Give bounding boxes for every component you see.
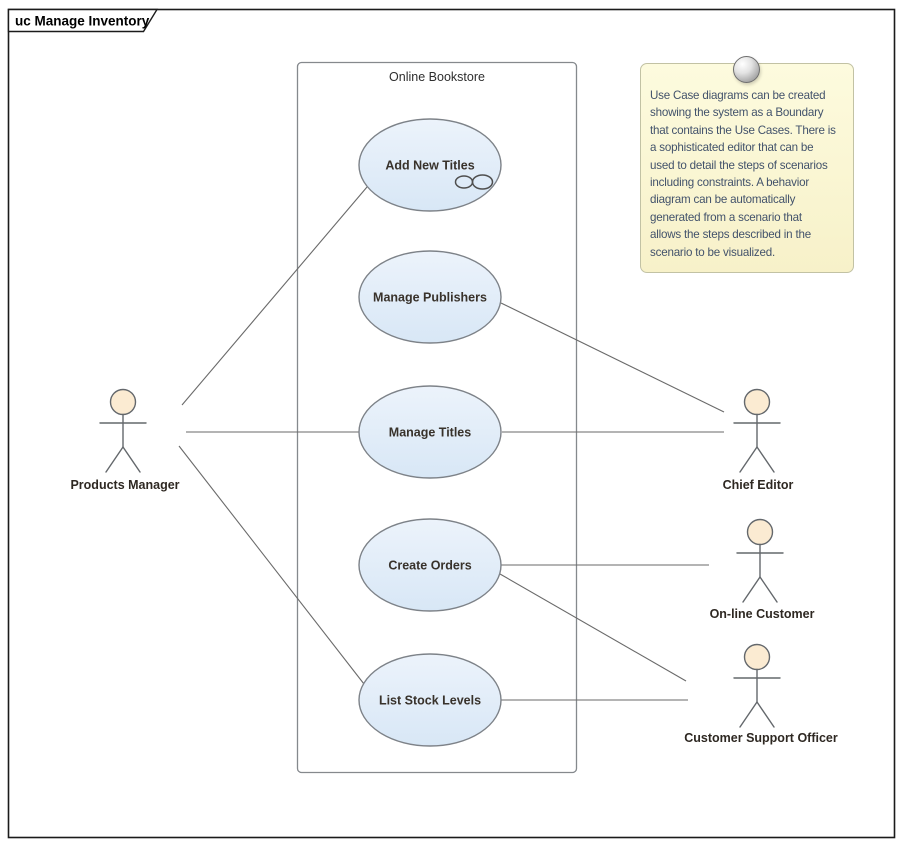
associations [178,186,725,701]
actor-head [746,518,774,546]
use-case-label: Manage Titles [389,426,471,440]
note-line: allows the steps described in the [650,228,811,242]
frame-title: uc Manage Inventory [15,14,150,29]
association-products-manager-add-new-titles[interactable] [181,186,368,406]
actor-legs [105,446,141,473]
use-case-label: Manage Publishers [373,291,487,305]
boundary-label: Online Bookstore [389,70,485,84]
actor-label: On-line Customer [710,607,815,621]
use-case-ellipse[interactable] [358,385,502,479]
use-case-add-new-titles[interactable]: Add New Titles [358,118,502,212]
note-line: generated from a scenario that [650,210,802,224]
actor-legs [742,576,778,603]
pin-ball-icon [733,56,760,83]
note-line: scenario to be visualized. [650,245,775,259]
use-case-label: Add New Titles [385,159,474,173]
linked-scenario-icon [454,174,494,190]
frame-tab[interactable] [7,8,159,33]
use-case-ellipse[interactable] [358,653,502,747]
actor-label: Customer Support Officer [684,731,838,745]
note-line: Use Case diagrams can be created [650,89,826,102]
note-line: diagram can be automatically [650,193,796,207]
actor-label: Products Manager [70,478,179,492]
association-manage-publishers-chief-editor[interactable] [500,302,725,413]
association-create-orders-customer-support-officer[interactable] [499,573,687,682]
diagram-frame: uc Manage Inventory [7,8,896,839]
note-text: Use Case diagrams can be created showing… [641,64,853,261]
note-line: including constraints. A behavior [650,176,810,190]
use-case-label: List Stock Levels [379,694,481,708]
actor-head [743,643,771,671]
actor-label: Chief Editor [723,478,794,492]
actor-head [743,388,771,416]
actor-legs [739,446,775,473]
use-case-list-stock-levels[interactable]: List Stock Levels [358,653,502,747]
actor-online-customer[interactable]: On-line Customer [710,518,815,622]
actor-head [109,388,137,416]
note[interactable]: Use Case diagrams can be created showing… [640,56,854,273]
use-case-manage-titles[interactable]: Manage Titles [358,385,502,479]
actor-chief-editor[interactable]: Chief Editor [723,388,794,493]
note-line: that contains the Use Cases. There is [650,123,836,137]
use-case-label: Create Orders [388,559,471,573]
use-case-ellipse[interactable] [358,518,502,612]
actor-legs [739,701,775,728]
note-line: a sophisticated editor that can be [650,141,814,155]
association-products-manager-list-stock-levels[interactable] [178,445,365,685]
use-case-create-orders[interactable]: Create Orders [358,518,502,612]
use-case-manage-publishers[interactable]: Manage Publishers [358,250,502,344]
frame-border [7,8,896,839]
note-line: showing the system as a Boundary [650,106,824,120]
use-case-ellipse[interactable] [358,250,502,344]
actor-customer-support-officer[interactable]: Customer Support Officer [684,643,838,746]
note-line: used to detail the steps of scenarios [650,158,828,172]
actor-products-manager[interactable]: Products Manager [70,388,180,493]
